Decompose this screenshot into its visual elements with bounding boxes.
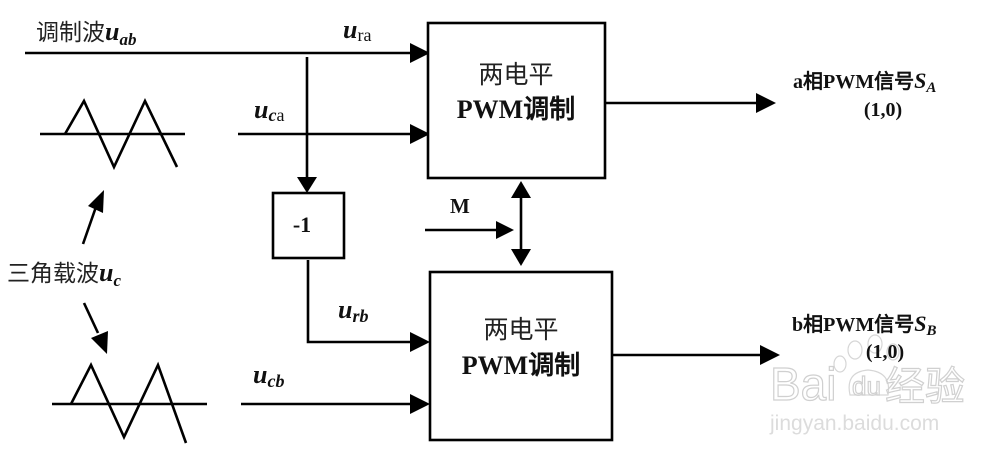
- carrier-wave-label: 三角载波uc: [7, 258, 121, 290]
- inverter-label: -1: [293, 212, 311, 237]
- u-rb-symbol: u: [338, 295, 352, 324]
- arrowhead-u-ra: [410, 43, 430, 63]
- pwm-b-title-line1: 两电平: [483, 315, 558, 344]
- u-rb-subscript: rb: [352, 306, 368, 326]
- output-b-prefix: b相PWM信号: [792, 312, 914, 336]
- watermark-brand-du: du: [852, 371, 881, 401]
- carrier-pointer-down-line: [82, 302, 100, 334]
- carrier-wave-symbol: u: [99, 258, 113, 287]
- arrowhead-to-inverter: [297, 177, 317, 193]
- arrowhead-u-cb: [410, 394, 430, 414]
- modulating-wave-symbol: u: [105, 17, 119, 46]
- arrowhead-u-ca: [410, 124, 430, 144]
- u-cb-subscript: cb: [267, 371, 284, 391]
- carrier-wave-a-icon: [40, 97, 185, 171]
- watermark-brand-cn: 经验: [885, 365, 965, 409]
- pwm-a-title-line2: PWM调制: [457, 95, 575, 124]
- output-b-label: b相PWM信号SB: [792, 311, 936, 339]
- carrier-wave-text: 三角载波: [7, 261, 99, 287]
- carrier-wave-b-icon: [52, 361, 207, 444]
- pwm-a-title-text: PWM调制: [457, 95, 575, 124]
- u-ca-subscript-extra: a: [276, 105, 284, 125]
- watermark-brand-latin: Bai: [770, 358, 836, 410]
- u-ca-symbol: u: [254, 95, 268, 124]
- u-cb-label: ucb: [253, 360, 284, 391]
- pwm-b-title-line2: PWM调制: [462, 351, 580, 380]
- arrowhead-m: [496, 221, 514, 239]
- modulating-wave-label: 调制波uab: [36, 17, 136, 49]
- arrowhead-m-up: [511, 181, 531, 198]
- m-label: M: [450, 194, 470, 218]
- output-a-symbol: S: [914, 68, 926, 93]
- carrier-wave-subscript: c: [113, 271, 121, 290]
- pwm-modulator-b-block: [428, 270, 614, 442]
- output-a-values: (1,0): [864, 99, 902, 121]
- output-b-symbol: S: [914, 311, 926, 336]
- carrier-pointer-up-line: [81, 203, 99, 245]
- watermark-url: jingyan.baidu.com: [769, 412, 939, 435]
- arrowhead-output-b: [760, 345, 780, 365]
- modulating-wave-subscript: ab: [119, 30, 136, 49]
- output-b-values: (1,0): [866, 341, 904, 363]
- arrowhead-m-down: [511, 249, 531, 266]
- baidu-paw-icon: [833, 334, 900, 396]
- u-ca-label: uca: [254, 95, 284, 125]
- output-a-label: a相PWM信号SA: [793, 68, 936, 96]
- inverter-gain-block: [271, 191, 346, 260]
- arrowhead-output-a: [756, 93, 776, 113]
- arrowhead-u-rb: [410, 332, 430, 352]
- connector-lines: [25, 51, 762, 406]
- u-rb-label: urb: [338, 295, 368, 326]
- output-a-prefix: a相PWM信号: [793, 69, 914, 93]
- pwm-modulator-a-block: [426, 21, 607, 180]
- arrowheads: [88, 43, 780, 414]
- arrowhead-carrier-down: [91, 331, 108, 354]
- u-ca-subscript: c: [268, 105, 276, 125]
- modulating-wave-text: 调制波: [36, 20, 105, 46]
- output-a-subscript: A: [925, 80, 936, 96]
- u-ra-subscript: ra: [357, 25, 371, 45]
- u-ra-symbol: u: [343, 15, 357, 44]
- baidu-watermark: Bai du 经验 jingyan.baidu.com: [769, 334, 966, 435]
- u-ra-label: ura: [343, 15, 371, 45]
- pwm-b-title-text: PWM调制: [462, 351, 580, 380]
- output-b-subscript: B: [925, 323, 936, 339]
- inverted-signal-line: [306, 260, 412, 344]
- u-cb-symbol: u: [253, 360, 267, 389]
- arrowhead-carrier-up: [88, 190, 104, 213]
- pwm-a-title-line1: 两电平: [478, 60, 553, 89]
